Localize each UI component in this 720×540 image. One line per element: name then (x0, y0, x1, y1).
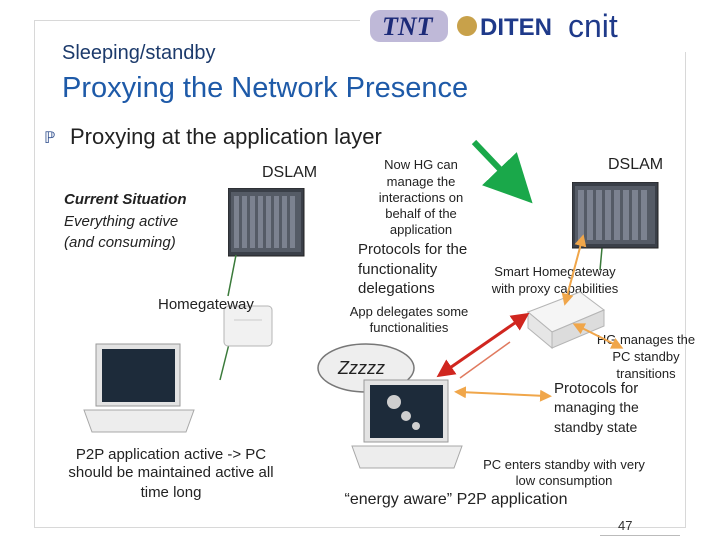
protocols-delegation-line3: delegations (358, 280, 435, 297)
everything-active-label: Everything active (64, 213, 179, 230)
smart-hg-line2: with proxy capabilities (491, 281, 619, 296)
red-arrow-secondary (459, 341, 511, 379)
slide-number: 47 (618, 518, 633, 533)
orange-arrow-right (572, 323, 624, 349)
hg-manages-line2: PC standby (612, 349, 680, 364)
consuming-label: (and consuming) (64, 234, 176, 251)
diten-logo: DITEN (480, 14, 552, 41)
dslam-rack-right (571, 181, 662, 257)
bullet-text: Proxying at the application layer (70, 124, 382, 149)
orange-arrow-bottom (454, 386, 552, 402)
dslam-rack-left (227, 187, 308, 263)
hg-can-line1: Now HG can (384, 157, 458, 172)
laptop-left (82, 338, 202, 443)
protocols-delegation-line2: functionality (358, 261, 438, 278)
homegateway-left (220, 300, 280, 355)
slide-title: Proxying the Network Presence (62, 72, 469, 104)
app-delegates-line2: functionalities (369, 320, 449, 335)
red-arrow (436, 312, 530, 378)
slide-subtitle: Sleeping/standby (62, 42, 216, 64)
logo-bar: TNT DITEN cnit (360, 2, 700, 52)
standby-line2: low consumption (515, 473, 613, 488)
cnit-logo: cnit (568, 8, 618, 44)
university-seal (457, 16, 477, 36)
energy-aware-label: “energy aware” P2P application (344, 491, 568, 508)
protocols-standby-line3: standby state (554, 419, 638, 435)
hg-can-line5: application (389, 222, 453, 237)
hg-can-line4: behalf of the (385, 206, 457, 221)
hg-can-line3: interactions on (378, 190, 464, 205)
p2p-line1: P2P application active -> PC (75, 446, 267, 463)
footer-divider (600, 535, 680, 536)
bullet-icon: ℙ (44, 130, 56, 147)
protocols-standby-line2: managing the (554, 399, 639, 415)
protocols-delegation-line1: Protocols for the (358, 241, 468, 258)
p2p-line2: should be maintained active all (68, 464, 274, 481)
orange-arrow-top (561, 234, 587, 306)
dslam-label-right: DSLAM (608, 156, 664, 173)
current-situation-label: Current Situation (64, 191, 187, 208)
standby-line1: PC enters standby with very (483, 457, 645, 472)
laptop-middle (350, 374, 470, 479)
green-arrow (471, 139, 533, 204)
hg-can-line2: manage the (386, 174, 456, 189)
sleep-text: Zzzzz (338, 358, 385, 378)
homegateway-label: Homegateway (158, 296, 254, 313)
tnt-logo-bg (370, 10, 448, 42)
protocols-standby-line1: Protocols for (554, 380, 639, 397)
dslam-label-left: DSLAM (262, 164, 318, 181)
p2p-line3: time long (140, 484, 202, 501)
tnt-logo: TNT (382, 12, 434, 41)
hg-manages-line3: transitions (616, 366, 676, 381)
